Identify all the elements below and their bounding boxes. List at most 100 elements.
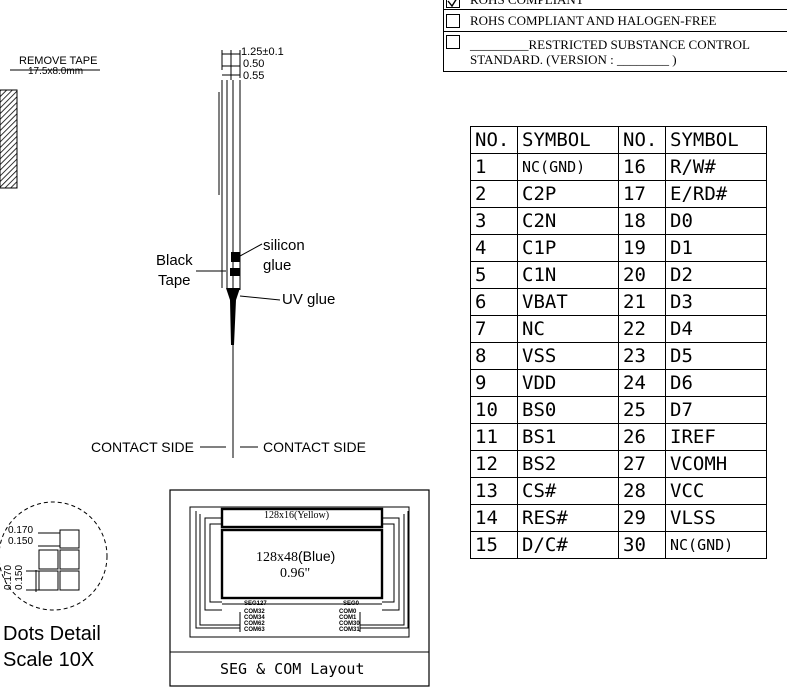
pin-symbol: VSS xyxy=(517,342,619,370)
diagonal-size-label: 0.96" xyxy=(280,566,311,581)
yellow-area-label: 128x16(Yellow) xyxy=(264,510,330,521)
tape-label: Tape xyxy=(158,272,191,289)
silicon-glue-block xyxy=(231,252,240,262)
black-tape-block xyxy=(230,268,240,276)
pin-symbol: BS1 xyxy=(517,423,619,451)
pin-symbol: D1 xyxy=(665,234,767,262)
pin-no: 16 xyxy=(618,153,666,181)
pin-symbol: E/RD# xyxy=(665,180,767,208)
header-symbol-1: SYMBOL xyxy=(517,126,619,154)
pin-no: 24 xyxy=(618,369,666,397)
seg-right-label: SEG0 xyxy=(343,601,360,607)
contact-side-right: CONTACT SIDE xyxy=(263,439,366,455)
header-no-1: NO. xyxy=(470,126,518,154)
blue-area-word: (Blue) xyxy=(298,548,336,564)
pin-symbol: NC(GND) xyxy=(665,531,767,559)
pin-no: 28 xyxy=(618,477,666,505)
dots-detail-scale: Scale 10X xyxy=(3,649,95,671)
dots-dim-v2: 0.150 xyxy=(14,564,25,590)
contact-side-left: CONTACT SIDE xyxy=(91,439,194,455)
compliance-box-border xyxy=(443,0,444,72)
pin-symbol: D/C# xyxy=(517,531,619,559)
com-label: COM30 xyxy=(339,621,360,627)
com-label: COM0 xyxy=(339,609,357,615)
com-label: COM1 xyxy=(339,615,357,621)
pin-no: 11 xyxy=(470,423,518,451)
pin-table-header: NO. SYMBOL NO. SYMBOL xyxy=(470,126,767,154)
dots-grid xyxy=(26,529,80,592)
dots-detail-title: Dots Detail xyxy=(3,623,101,645)
seg-com-box xyxy=(169,489,430,687)
pin-no: 22 xyxy=(618,315,666,343)
pin-symbol: R/W# xyxy=(665,153,767,181)
pin-no: 6 xyxy=(470,288,518,316)
com-label: COM32 xyxy=(244,609,265,615)
pin-symbol: VDD xyxy=(517,369,619,397)
com-label: COM31 xyxy=(339,627,360,633)
pin-no: 15 xyxy=(470,531,518,559)
remove-tape-hatch xyxy=(0,89,18,189)
checkbox-rohs[interactable] xyxy=(446,0,460,8)
remove-tape-label: REMOVE TAPE xyxy=(19,55,98,67)
pin-symbol: C1P xyxy=(517,234,619,262)
dots-dim-v1: 0.170 xyxy=(3,564,14,590)
pin-no: 9 xyxy=(470,369,518,397)
header-symbol-2: SYMBOL xyxy=(665,126,767,154)
dim-a-label: 0.50 xyxy=(243,58,265,70)
pin-no: 12 xyxy=(470,450,518,478)
checkbox-restricted[interactable] xyxy=(446,35,460,49)
pin-no: 13 xyxy=(470,477,518,505)
compliance-row-rohs: ROHS COMPLIANT xyxy=(443,0,787,10)
dim-b-label: 0.55 xyxy=(243,70,265,82)
pin-symbol: D3 xyxy=(665,288,767,316)
pin-no: 27 xyxy=(618,450,666,478)
pin-symbol: IREF xyxy=(665,423,767,451)
blue-area-label: 128x48(Blue) xyxy=(256,548,335,566)
pin-symbol: D2 xyxy=(665,261,767,289)
compliance-row-halogen: ROHS COMPLIANT AND HALOGEN-FREE xyxy=(443,10,787,32)
checkbox-halogen[interactable] xyxy=(446,14,460,28)
halogen-label: ROHS COMPLIANT AND HALOGEN-FREE xyxy=(470,13,717,28)
dots-dim-h2: 0.150 xyxy=(8,536,34,547)
pin-symbol: BS2 xyxy=(517,450,619,478)
pin-no: 21 xyxy=(618,288,666,316)
pin-no: 8 xyxy=(470,342,518,370)
pin-no: 23 xyxy=(618,342,666,370)
uv-glue-label: UV glue xyxy=(282,291,336,308)
black-label: Black xyxy=(156,252,193,269)
header-no-2: NO. xyxy=(618,126,666,154)
side-view-leaders xyxy=(196,243,281,448)
pin-no: 30 xyxy=(618,531,666,559)
com-label: COM62 xyxy=(244,621,265,627)
uv-glue-shape xyxy=(226,288,240,345)
pin-symbol: C1N xyxy=(517,261,619,289)
pin-no: 3 xyxy=(470,207,518,235)
restricted-label-line2: STANDARD. (VERSION : ________ ) xyxy=(470,52,677,67)
seg-left-label: SEG127 xyxy=(244,601,267,607)
pin-symbol: D4 xyxy=(665,315,767,343)
pin-symbol: D7 xyxy=(665,396,767,424)
pin-no: 2 xyxy=(470,180,518,208)
restricted-label-line1: _________RESTRICTED SUBSTANCE CONTROL xyxy=(470,37,750,52)
dim-total-label: 1.25±0.1 xyxy=(241,46,284,58)
remove-tape-size: 17.5x8.0mm xyxy=(28,66,84,77)
pin-no: 19 xyxy=(618,234,666,262)
pin-symbol: NC xyxy=(517,315,619,343)
pin-no: 29 xyxy=(618,504,666,532)
com-left-labels: COM32 COM34 COM62 COM63 xyxy=(244,609,265,633)
pin-no: 10 xyxy=(470,396,518,424)
pin-no: 1 xyxy=(470,153,518,181)
seg-com-caption: SEG & COM Layout xyxy=(220,660,365,678)
pin-no: 14 xyxy=(470,504,518,532)
